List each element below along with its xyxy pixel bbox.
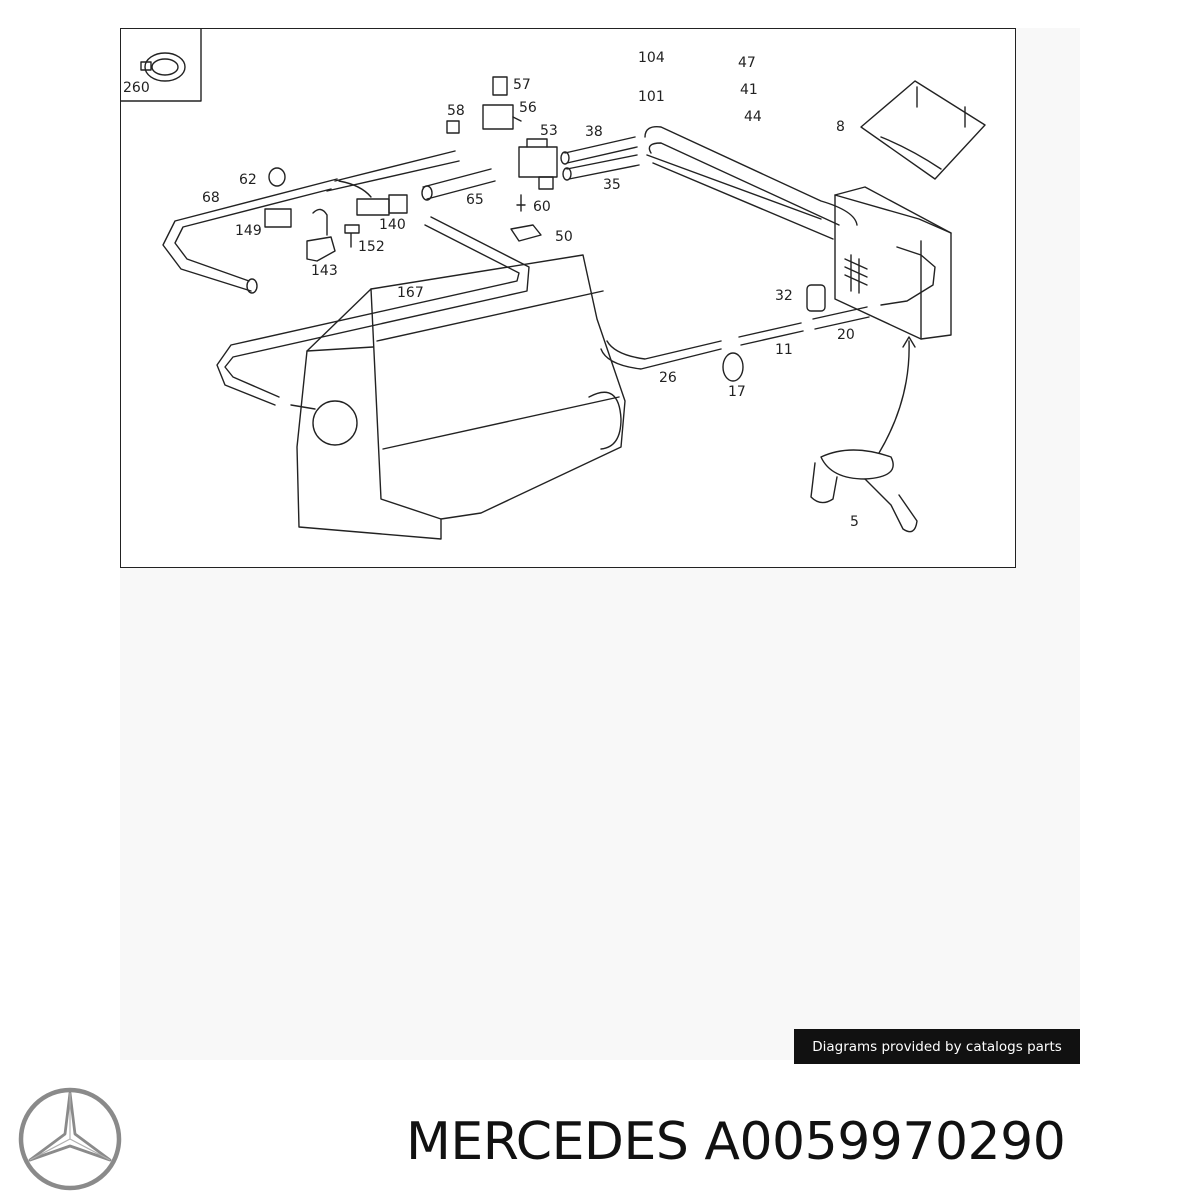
callout-58: 58	[447, 103, 465, 119]
callout-53: 53	[540, 123, 558, 139]
grommet-32-illustration	[806, 284, 826, 312]
hose-20	[812, 306, 870, 330]
callout-17: 17	[728, 384, 746, 400]
callout-44: 44	[744, 109, 762, 125]
callout-38: 38	[585, 124, 603, 140]
bolt-152-illustration	[344, 224, 360, 248]
valve-56-illustration	[482, 76, 522, 130]
callout-47: 47	[738, 55, 756, 71]
callout-5: 5	[850, 514, 859, 530]
callout-20: 20	[837, 327, 855, 343]
hose-35	[566, 154, 640, 180]
hose-11	[738, 322, 804, 346]
callout-56: 56	[519, 100, 537, 116]
part-58-illustration	[446, 120, 460, 134]
parts-diagram: 260 104 47 41 101 44 57 56 58 53 38 35 8…	[120, 28, 1016, 568]
callout-8: 8	[836, 119, 845, 135]
brand-name: MERCEDES	[406, 1112, 689, 1172]
brand-part-heading: MERCEDES A0059970290	[406, 1106, 1188, 1178]
callout-35: 35	[603, 177, 621, 193]
callout-140: 140	[379, 217, 406, 233]
callout-152: 152	[358, 239, 385, 255]
hose-38	[564, 136, 638, 164]
mercedes-star-icon	[18, 1087, 122, 1191]
callout-260: 260	[123, 80, 150, 96]
callout-65: 65	[466, 192, 484, 208]
callout-60: 60	[533, 199, 551, 215]
callout-57: 57	[513, 77, 531, 93]
engine-block-illustration	[290, 254, 626, 540]
part-number: A0059970290	[704, 1112, 1066, 1172]
hose-26	[600, 340, 722, 370]
valve-53-illustration	[518, 138, 558, 190]
callout-41: 41	[740, 82, 758, 98]
hose-to-heater-upper	[644, 126, 858, 226]
callout-labels: 260 104 47 41 101 44 57 56 58 53 38 35 8…	[123, 50, 859, 530]
duct-5-illustration	[810, 449, 918, 533]
hose-167	[224, 216, 530, 398]
callout-26: 26	[659, 370, 677, 386]
hose-to-heater-lower	[648, 142, 840, 240]
hose-clamp-illustration	[140, 52, 186, 82]
clip-50-illustration	[510, 224, 542, 242]
pointer-arrow	[878, 340, 910, 454]
callout-143: 143	[311, 263, 338, 279]
bracket-143-illustration	[306, 208, 336, 262]
grommet-62-illustration	[268, 167, 286, 187]
hose-68-loop	[162, 178, 338, 292]
callout-50: 50	[555, 229, 573, 245]
callout-68: 68	[202, 190, 220, 206]
relay-149-illustration	[264, 208, 292, 228]
grommet-17-illustration	[722, 352, 744, 382]
hose-68	[326, 150, 460, 192]
callout-101: 101	[638, 89, 665, 105]
inset-box	[121, 29, 202, 102]
diagram-drawing: 260 104 47 41 101 44 57 56 58 53 38 35 8…	[121, 29, 986, 540]
connector-140-illustration	[338, 180, 408, 216]
callout-104: 104	[638, 50, 665, 66]
hose-65	[422, 168, 496, 200]
callout-62: 62	[239, 172, 257, 188]
callout-167: 167	[397, 285, 424, 301]
callout-11: 11	[775, 342, 793, 358]
hose-167-edge	[216, 224, 520, 406]
part-60-illustration	[516, 194, 526, 212]
callout-149: 149	[235, 223, 262, 239]
flap-8-illustration	[860, 80, 986, 180]
diagram-credit-banner: Diagrams provided by catalogs parts	[794, 1029, 1080, 1064]
callout-32: 32	[775, 288, 793, 304]
heater-housing-illustration	[834, 186, 952, 340]
